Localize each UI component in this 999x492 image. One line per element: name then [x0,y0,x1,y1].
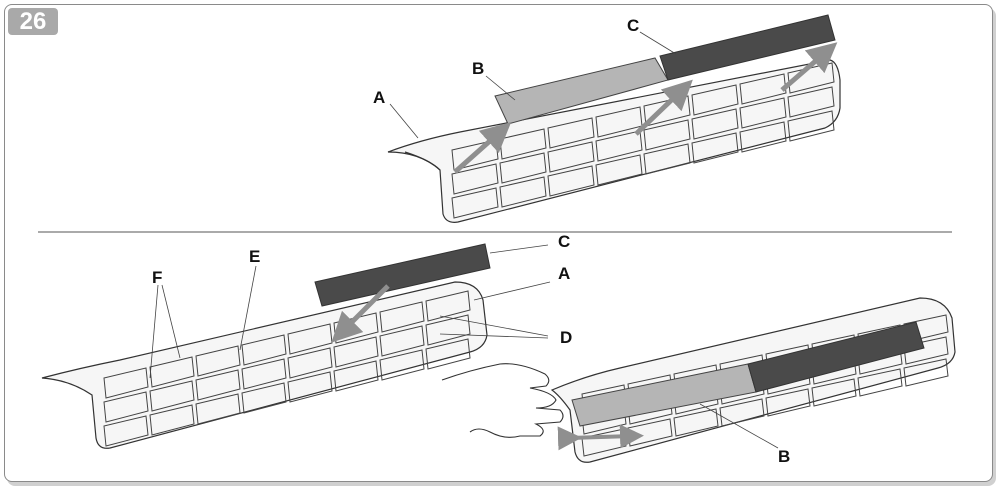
filter-mesh-cell [811,378,857,407]
filter-mesh-cell [451,163,499,195]
filter-mesh-cell [149,404,195,436]
filter-mesh-cell [333,360,379,392]
filter-mesh-cell [499,152,547,184]
bottom-label-c: C [558,232,570,251]
filter-mesh-cell [765,388,811,417]
bottom-left-filter-grid [103,290,471,447]
filter-mesh-cell [739,97,787,129]
filter-mesh-cell [595,130,643,162]
top-leader-b [485,75,516,101]
filter-mesh-cell [241,358,287,390]
bottom-label-d: D [560,328,572,347]
bottom-leader-a [473,281,551,301]
figure-number-badge: 26 [8,8,58,35]
filter-mesh-cell [241,382,287,414]
filter-mesh-cell [287,323,333,355]
filter-mesh-cell [287,371,333,403]
filter-mesh-cell [691,108,739,140]
filter-mesh-cell [643,119,691,151]
filter-mesh-cell [425,290,471,322]
filter-mesh-cell [739,73,787,105]
bottom-right-label-b: B [778,447,790,466]
filter-mesh-cell [149,356,195,388]
top-filter-unit [387,59,841,223]
filter-mesh-cell [595,154,643,186]
bottom-left-filter-unit [41,281,488,449]
bottom-right-leader-b [699,403,779,449]
bottom-right-double-arrow [557,424,644,451]
hand-illustration [441,363,564,438]
filter-mesh-cell [425,338,471,370]
filter-mesh-cell [903,336,949,365]
filter-mesh-cell [787,110,835,142]
bottom-leader-e [239,265,257,351]
filter-mesh-cell [103,391,149,423]
filter-mesh-cell [195,345,241,377]
filter-mesh-cell [691,84,739,116]
top-arrow-left [453,122,512,174]
filter-mesh-cell [103,415,149,447]
bottom-left-arrow [331,284,390,343]
filter-mesh-cell [195,369,241,401]
bottom-label-a: A [558,264,570,283]
filter-mesh-cell [547,117,595,149]
filter-mesh-cell [739,121,787,153]
bottom-leader-d2 [439,333,549,339]
filter-mesh-cell [903,358,949,387]
top-label-c: C [627,16,639,35]
filter-mesh-cell [379,325,425,357]
top-arrow-middle [634,79,693,136]
bottom-leader-d1 [439,315,549,337]
filter-mesh-cell [195,393,241,425]
bottom-leader-f2 [161,284,181,359]
filter-mesh-cell [787,86,835,118]
bottom-leader-f1 [149,284,159,379]
bottom-label-f: F [152,268,162,287]
filter-mesh-cell [857,368,903,397]
top-panel-c [659,14,836,81]
filter-mesh-cell [241,334,287,366]
filter-mesh-cell [379,301,425,333]
bottom-left-panel-c [314,243,491,307]
top-label-b: B [472,59,484,78]
filter-mesh-cell [673,408,719,437]
filter-mesh-cell [103,367,149,399]
filter-mesh-cell [451,187,499,219]
filter-mesh-cell [287,347,333,379]
filter-mesh-cell [547,165,595,197]
top-arrow-right [780,42,838,92]
filter-mesh-cell [643,143,691,175]
filter-mesh-cell [547,141,595,173]
bottom-label-e: E [249,247,260,266]
filter-mesh-cell [149,380,195,412]
top-leader-c [639,31,677,55]
filter-mesh-cell [719,398,765,427]
bottom-leader-c [489,244,549,254]
filter-mesh-cell [691,132,739,164]
top-label-a: A [373,88,385,107]
top-leader-a [389,103,419,139]
filter-mesh-cell [499,176,547,208]
bottom-right-panel-c [747,321,925,393]
filter-mesh-cell [379,349,425,381]
